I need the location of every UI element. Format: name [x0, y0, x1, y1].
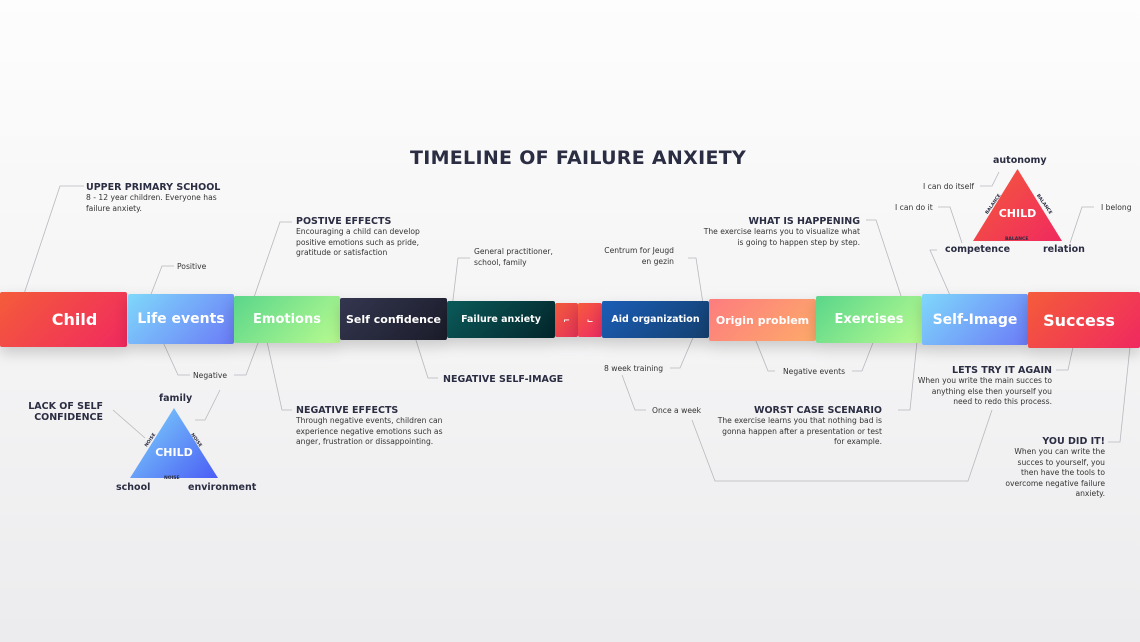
- note-what-is-happening: WHAT IS HAPPENING The exercise learns yo…: [703, 216, 860, 247]
- step-label: Self confidence: [346, 312, 441, 326]
- note-negative: Negative: [193, 371, 228, 380]
- step-label: Origin problem: [715, 313, 810, 327]
- note-upper-primary: UPPER PRIMARY SCHOOL 8 - 12 year childre…: [86, 182, 221, 213]
- timeline-step-exercises[interactable]: Exercises: [816, 296, 922, 343]
- connector-block-2: ⌙: [578, 303, 602, 337]
- balance-edge-bottom: BALANCE: [1005, 237, 1029, 242]
- step-label: Child: [51, 310, 98, 329]
- noise-triangle-center: CHILD: [155, 446, 193, 459]
- step-label: Aid organization: [611, 314, 700, 325]
- timeline-step-failure-anxiety[interactable]: Failure anxiety: [447, 301, 555, 338]
- note-lack-self-confidence: LACK OF SELF CONFIDENCE: [28, 401, 103, 423]
- step-label: Life events: [137, 311, 225, 327]
- balance-label-left: competence: [945, 244, 1011, 255]
- note-week-training: 8 week training: [604, 364, 664, 373]
- connector-block-1: ⌐: [555, 303, 578, 337]
- note-general-practitioner: General practitioner, school, family: [474, 247, 553, 267]
- note-try-again: LETS TRY IT AGAIN When you write the mai…: [917, 365, 1052, 406]
- timeline-step-self-image[interactable]: Self-Image: [922, 294, 1028, 345]
- note-centrum: Centrum for Jeugd en gezin: [604, 246, 674, 266]
- step-label: Self-Image: [932, 311, 1018, 328]
- note-negative-self-image: NEGATIVE SELF-IMAGE: [443, 374, 564, 385]
- timeline-step-self-confidence[interactable]: Self confidence: [340, 298, 447, 340]
- timeline-step-child[interactable]: Child: [0, 292, 127, 347]
- step-label: Failure anxiety: [461, 314, 541, 325]
- timeline-step-origin-problem[interactable]: Origin problem: [709, 299, 816, 341]
- step-label: Success: [1043, 310, 1115, 330]
- step-label: Exercises: [834, 312, 904, 327]
- note-worst-case: WORST CASE SCENARIO The exercise learns …: [717, 405, 882, 446]
- noise-label-top: family: [159, 393, 193, 404]
- balance-label-top: autonomy: [993, 155, 1047, 166]
- noise-edge-bottom: NOISE: [164, 476, 180, 481]
- timeline-step-emotions[interactable]: Emotions: [234, 296, 340, 343]
- balance-triangle-center: CHILD: [998, 207, 1037, 220]
- noise-label-left: school: [116, 482, 151, 493]
- page-title: TIMELINE OF FAILURE ANXIETY: [409, 147, 747, 169]
- balance-note-top: I can do itself: [923, 182, 975, 191]
- note-positive: Positive: [177, 262, 207, 271]
- balance-note-right: I belong: [1101, 203, 1132, 212]
- balance-note-left: I can do it: [895, 203, 933, 212]
- note-negative-effects: NEGATIVE EFFECTS Through negative events…: [296, 405, 443, 446]
- pulse-icon: ⌙: [586, 315, 594, 325]
- note-once-a-week: Once a week: [652, 406, 702, 415]
- balance-label-right: relation: [1043, 244, 1085, 255]
- pulse-icon: ⌐: [563, 315, 570, 325]
- timeline-step-aid-organization[interactable]: Aid organization: [602, 301, 709, 338]
- note-positive-effects: POSTIVE EFFECTS Encouraging a child can …: [296, 216, 420, 257]
- timeline-step-success[interactable]: Success: [1028, 292, 1140, 348]
- timeline-step-life-events[interactable]: Life events: [128, 294, 234, 344]
- step-label: Emotions: [253, 312, 321, 327]
- note-negative-events: Negative events: [783, 367, 846, 376]
- note-you-did-it: YOU DID IT! When you can write the succe…: [1005, 436, 1105, 498]
- noise-label-right: environment: [188, 482, 257, 493]
